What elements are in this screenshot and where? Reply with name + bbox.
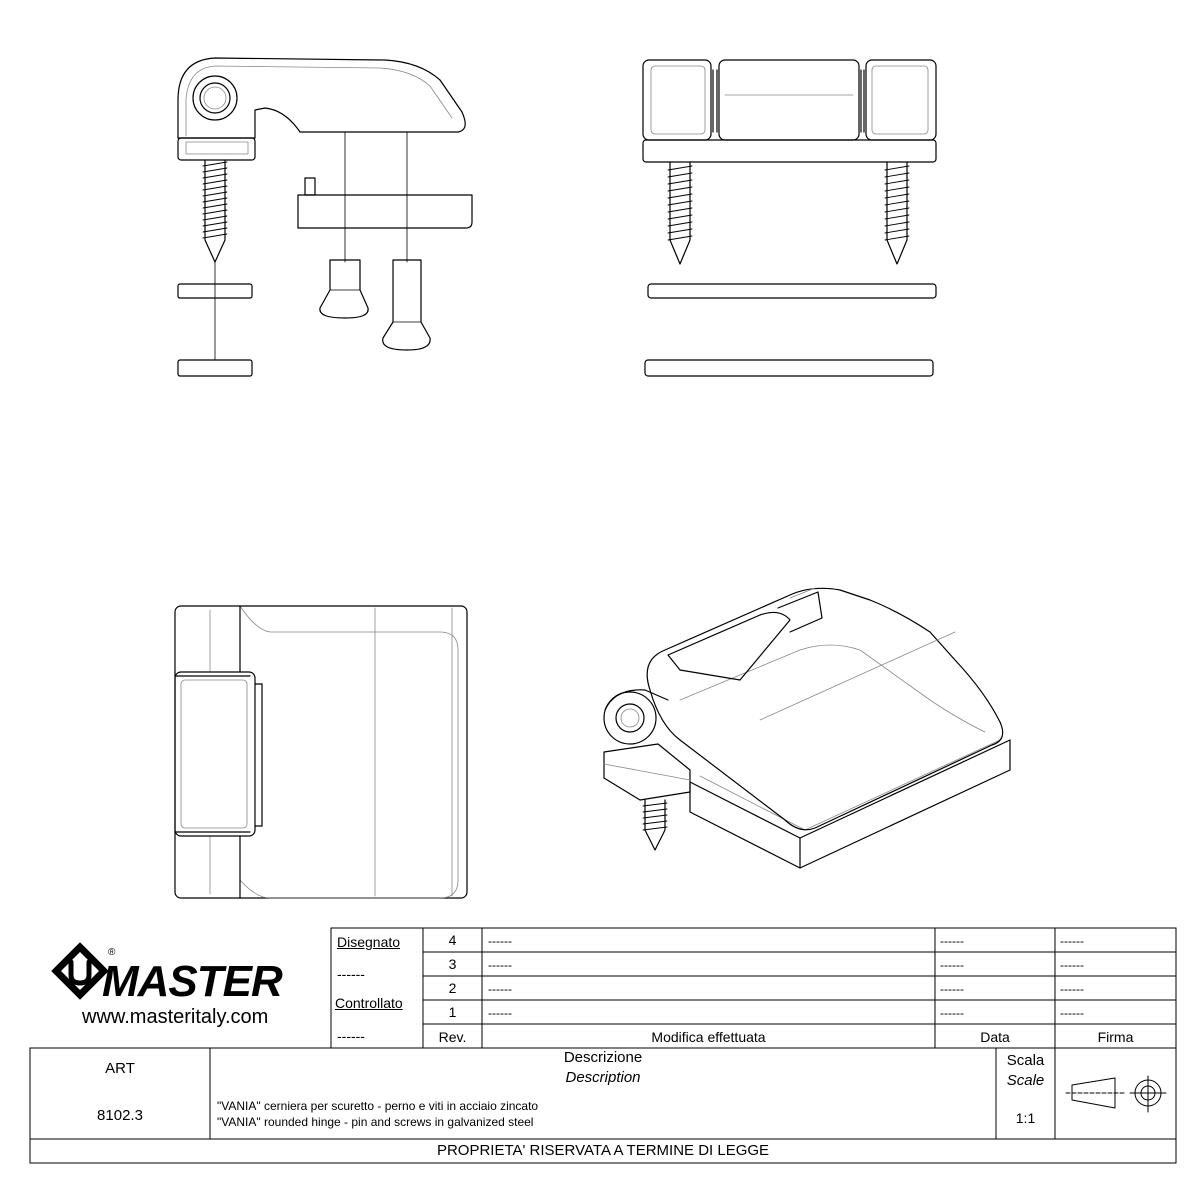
front-view: [642, 59, 937, 377]
rev-data: ------: [940, 934, 964, 948]
rev-number: 4: [448, 932, 457, 948]
footer-notice: PROPRIETA' RISERVATA A TERMINE DI LEGGE: [436, 1142, 770, 1159]
rev-modifica: ------: [488, 934, 512, 948]
rev-header: Rev.: [438, 1029, 467, 1045]
drawn-value: ------: [337, 966, 365, 982]
rev-firma: ------: [1060, 982, 1084, 996]
brand-name: MASTER: [102, 957, 283, 1006]
top-view: [174, 605, 468, 899]
rev-data: ------: [940, 1006, 964, 1020]
rev-data: ------: [940, 982, 964, 996]
modifica-header: Modifica effettuata: [651, 1029, 766, 1045]
art-label: ART: [105, 1060, 135, 1077]
drawn-label: Disegnato: [337, 934, 401, 950]
rev-number: 2: [448, 980, 457, 996]
registered-mark: ®: [108, 947, 116, 958]
master-logo-icon: [51, 942, 109, 1000]
checked-label: Controllato: [335, 995, 403, 1011]
description-label: Description: [565, 1069, 641, 1086]
description-italian: "VANIA" cerniera per scuretto - perno e …: [217, 1099, 539, 1113]
rev-firma: ------: [1060, 958, 1084, 972]
rev-number: 1: [448, 1004, 457, 1020]
scala-label: Scala: [1006, 1052, 1045, 1069]
projection-symbol-icon: [1065, 1075, 1167, 1113]
descrizione-label: Descrizione: [563, 1049, 643, 1066]
rev-firma: ------: [1060, 934, 1084, 948]
checked-value: ------: [337, 1028, 365, 1044]
firma-header: Firma: [1097, 1029, 1134, 1045]
rev-modifica: ------: [488, 982, 512, 996]
title-block-grid: [29, 927, 1177, 1164]
art-value: 8102.3: [97, 1107, 143, 1124]
data-header: Data: [980, 1029, 1010, 1045]
scale-label: Scale: [1006, 1072, 1045, 1089]
rev-modifica: ------: [488, 1006, 512, 1020]
scale-value: 1:1: [1015, 1110, 1036, 1126]
side-view: [177, 57, 473, 377]
isometric-view: [603, 587, 1011, 869]
rev-data: ------: [940, 958, 964, 972]
brand-website[interactable]: www.masteritaly.com: [82, 1006, 269, 1028]
rev-number: 3: [448, 956, 457, 972]
rev-modifica: ------: [488, 958, 512, 972]
description-english: "VANIA" rounded hinge - pin and screws i…: [217, 1115, 534, 1129]
rev-firma: ------: [1060, 1006, 1084, 1020]
